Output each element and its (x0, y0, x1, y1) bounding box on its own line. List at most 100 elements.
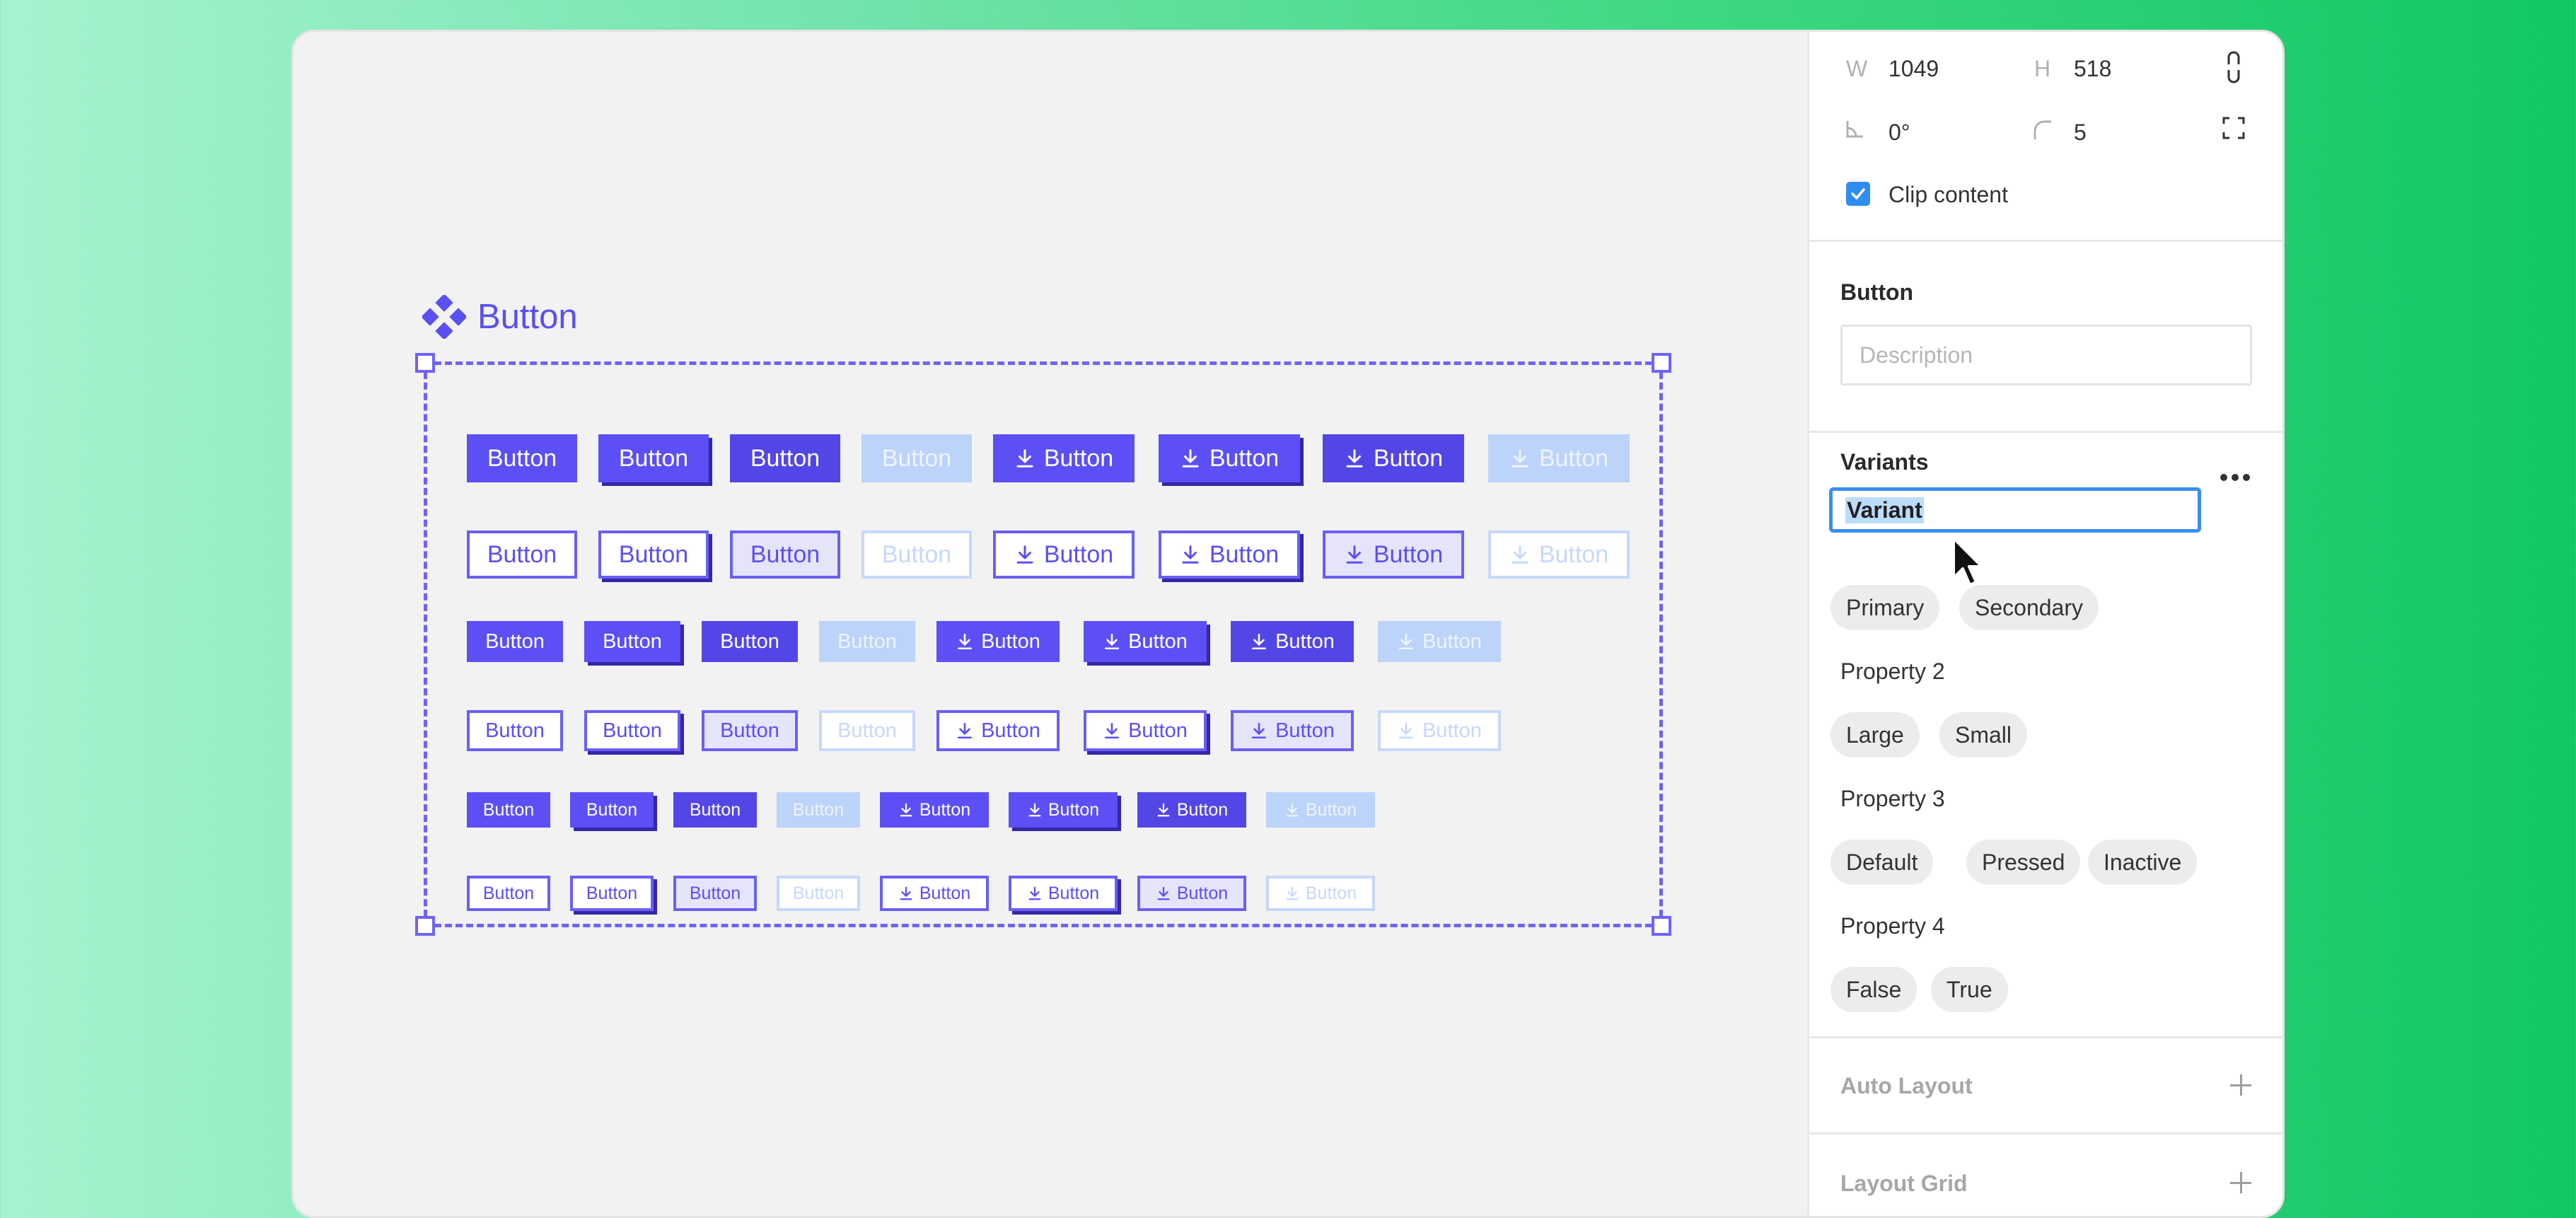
variant-option-pressed[interactable]: Pressed (1966, 840, 2081, 885)
variant-button-medium-outline-shadow-icon[interactable]: Button (1084, 710, 1207, 751)
variant-button-large-solid-pressed[interactable]: Button (730, 434, 840, 482)
variant-button-small-outline-pressed-icon[interactable]: Button (1137, 876, 1246, 911)
button-label: Button (586, 883, 638, 903)
property-title: Property 3 (1840, 786, 1945, 811)
resize-handle-bottom-left[interactable] (415, 916, 435, 936)
height-field[interactable]: 518 (2074, 56, 2112, 81)
variant-button-large-solid-inactive[interactable]: Button (861, 434, 972, 482)
variant-option-large[interactable]: Large (1831, 712, 1920, 758)
variant-option-inactive[interactable]: Inactive (2088, 840, 2198, 885)
button-label: Button (689, 883, 741, 903)
description-input[interactable] (1840, 325, 2252, 385)
variant-button-large-outline-default-icon[interactable]: Button (993, 530, 1135, 579)
variant-button-small-outline-shadow-icon[interactable]: Button (1009, 876, 1118, 911)
download-icon (1512, 449, 1528, 468)
variant-option-default[interactable]: Default (1831, 840, 1934, 885)
variant-button-large-solid-pressed-icon[interactable]: Button (1323, 434, 1464, 482)
variant-button-medium-outline-default-icon[interactable]: Button (936, 710, 1060, 751)
variant-button-large-solid-default-icon[interactable]: Button (993, 434, 1135, 482)
variant-button-small-solid-inactive[interactable]: Button (777, 792, 860, 828)
independent-corners-icon[interactable] (2222, 117, 2245, 139)
button-label: Button (981, 630, 1040, 653)
panel-divider (1809, 1132, 2282, 1135)
variant-button-large-outline-shadow-icon[interactable]: Button (1159, 530, 1300, 579)
variant-option-false[interactable]: False (1831, 967, 1918, 1012)
button-label: Button (586, 799, 638, 820)
variant-button-small-solid-inactive-icon[interactable]: Button (1266, 792, 1375, 828)
variant-button-small-solid-pressed[interactable]: Button (673, 792, 757, 828)
variant-button-medium-outline-inactive[interactable]: Button (819, 710, 915, 751)
variant-button-medium-solid-inactive-icon[interactable]: Button (1378, 621, 1501, 662)
resize-handle-top-right[interactable] (1652, 353, 1671, 373)
variant-button-medium-solid-inactive[interactable]: Button (819, 621, 915, 662)
variant-button-medium-outline-default[interactable]: Button (467, 710, 563, 751)
variant-option-primary[interactable]: Primary (1831, 585, 1940, 630)
variant-button-medium-solid-default-icon[interactable]: Button (936, 621, 1060, 662)
download-icon (958, 722, 973, 739)
variant-button-large-outline-inactive[interactable]: Button (861, 530, 972, 579)
button-label: Button (750, 444, 820, 472)
variant-button-medium-outline-inactive-icon[interactable]: Button (1378, 710, 1501, 751)
button-label: Button (881, 540, 952, 568)
button-label: Button (482, 883, 535, 903)
variant-button-small-outline-shadow[interactable]: Button (570, 876, 654, 911)
variant-button-small-solid-shadow[interactable]: Button (570, 792, 654, 828)
button-label: Button (837, 630, 897, 653)
variant-button-medium-outline-pressed[interactable]: Button (702, 710, 798, 751)
button-label: Button (1176, 883, 1229, 903)
variant-button-medium-solid-shadow-icon[interactable]: Button (1084, 621, 1207, 662)
variant-button-small-outline-pressed[interactable]: Button (673, 876, 757, 911)
variant-button-small-solid-shadow-icon[interactable]: Button (1009, 792, 1118, 828)
variant-button-large-solid-inactive-icon[interactable]: Button (1488, 434, 1630, 482)
download-icon (1028, 803, 1041, 817)
variant-button-large-outline-pressed[interactable]: Button (730, 530, 840, 579)
variant-button-large-outline-inactive-icon[interactable]: Button (1488, 530, 1630, 579)
property-title: Property 2 (1840, 659, 1945, 684)
variant-option-small[interactable]: Small (1939, 712, 2028, 758)
download-icon (958, 633, 973, 650)
variant-button-medium-solid-shadow[interactable]: Button (584, 621, 680, 662)
button-label: Button (485, 630, 545, 653)
button-label: Button (487, 444, 557, 472)
button-label: Button (485, 719, 545, 742)
layout-grid-title: Layout Grid (1840, 1171, 1968, 1196)
variant-option-true[interactable]: True (1931, 967, 2008, 1012)
variant-button-small-solid-default-icon[interactable]: Button (880, 792, 989, 828)
variant-button-large-outline-default[interactable]: Button (467, 530, 577, 579)
component-set-label[interactable]: Button (422, 295, 578, 339)
variant-button-medium-solid-default[interactable]: Button (467, 621, 563, 662)
variant-button-small-outline-inactive-icon[interactable]: Button (1266, 876, 1375, 911)
variant-button-small-outline-inactive[interactable]: Button (777, 876, 860, 911)
width-field[interactable]: 1049 (1889, 56, 1939, 81)
variant-option-secondary[interactable]: Secondary (1959, 585, 2099, 630)
variant-button-medium-solid-pressed[interactable]: Button (702, 621, 798, 662)
auto-layout-title: Auto Layout (1840, 1073, 1973, 1098)
add-layout-grid-icon[interactable] (2230, 1172, 2251, 1193)
button-label: Button (1128, 630, 1188, 653)
variant-button-medium-solid-pressed-icon[interactable]: Button (1231, 621, 1354, 662)
variant-button-small-solid-pressed-icon[interactable]: Button (1137, 792, 1246, 828)
variant-button-small-solid-default[interactable]: Button (467, 792, 550, 828)
corner-radius-field[interactable]: 5 (2074, 120, 2087, 145)
download-icon (1346, 449, 1363, 468)
more-options-icon[interactable] (2220, 473, 2251, 482)
resize-handle-bottom-right[interactable] (1652, 916, 1671, 936)
variant-button-small-outline-default[interactable]: Button (467, 876, 550, 911)
variant-button-large-outline-pressed-icon[interactable]: Button (1323, 530, 1464, 579)
variant-button-large-solid-shadow[interactable]: Button (598, 434, 709, 482)
rotation-field[interactable]: 0° (1889, 120, 1910, 145)
button-label: Button (1209, 444, 1280, 472)
variant-button-small-outline-default-icon[interactable]: Button (880, 876, 989, 911)
variant-button-medium-outline-shadow[interactable]: Button (584, 710, 680, 751)
variant-button-large-solid-default[interactable]: Button (467, 434, 577, 482)
variant-property-name-input[interactable]: Variant (1829, 487, 2201, 533)
variant-button-large-outline-shadow[interactable]: Button (598, 530, 709, 579)
constrain-proportions-icon[interactable] (2225, 50, 2242, 84)
variant-button-medium-outline-pressed-icon[interactable]: Button (1231, 710, 1354, 751)
clip-content-checkbox[interactable] (1846, 182, 1870, 206)
variant-button-large-solid-shadow-icon[interactable]: Button (1159, 434, 1300, 482)
add-auto-layout-icon[interactable] (2230, 1074, 2251, 1096)
resize-handle-top-left[interactable] (415, 353, 435, 373)
